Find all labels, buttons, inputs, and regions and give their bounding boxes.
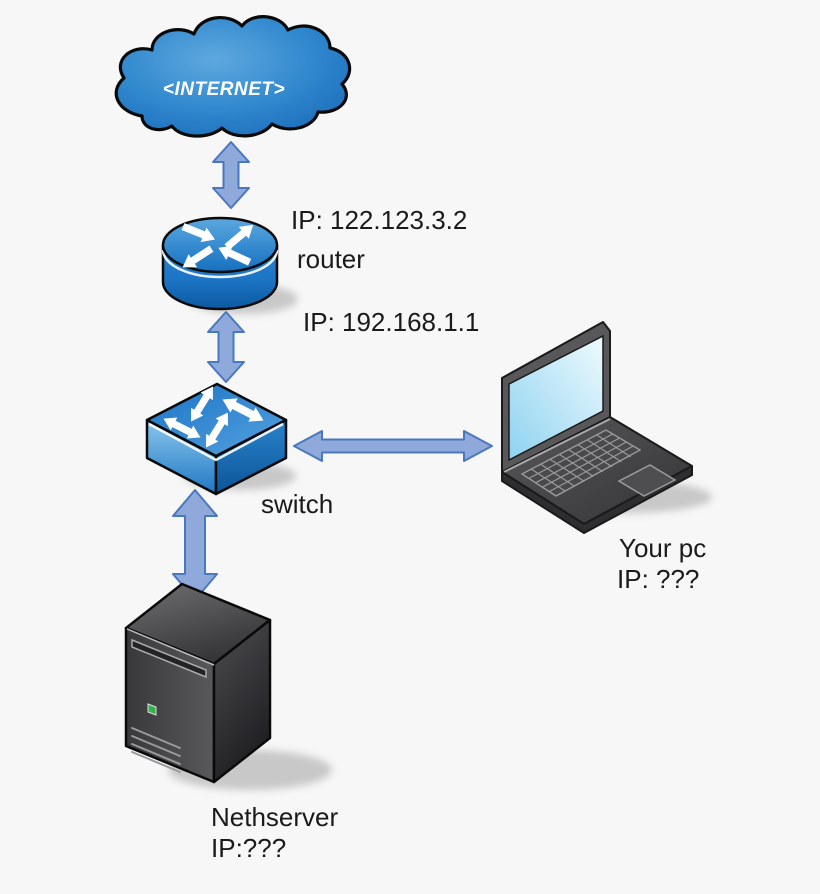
server-label: Nethserver — [211, 802, 338, 832]
pc-label: Your pc — [619, 533, 706, 563]
server-vents — [131, 727, 181, 773]
edge-switch-server-arrow — [172, 489, 218, 601]
server-tower-icon — [124, 582, 272, 784]
internet-cloud-icon: <INTERNET> — [114, 15, 352, 138]
internet-label: <INTERNET> — [163, 79, 285, 100]
edge-switch-pc-arrow — [293, 430, 493, 462]
router-wan-ip-label: IP: 122.123.3.2 — [291, 205, 467, 235]
switch-icon — [145, 382, 288, 496]
laptop-icon — [501, 321, 693, 534]
pc-ip-label: IP: ??? — [617, 564, 699, 594]
server-ip-label: IP:??? — [211, 833, 286, 863]
edge-router-switch-arrow — [207, 311, 245, 383]
laptop-keyboard — [520, 429, 642, 497]
laptop-touchpad — [617, 464, 677, 497]
server-drive-slot — [131, 638, 207, 679]
switch-label: switch — [261, 489, 333, 519]
router-label: router — [297, 244, 365, 274]
router-icon — [161, 216, 279, 311]
server-power-led — [147, 703, 157, 716]
router-lan-ip-label: IP: 192.168.1.1 — [303, 307, 479, 337]
edge-internet-router-arrow — [212, 141, 250, 209]
